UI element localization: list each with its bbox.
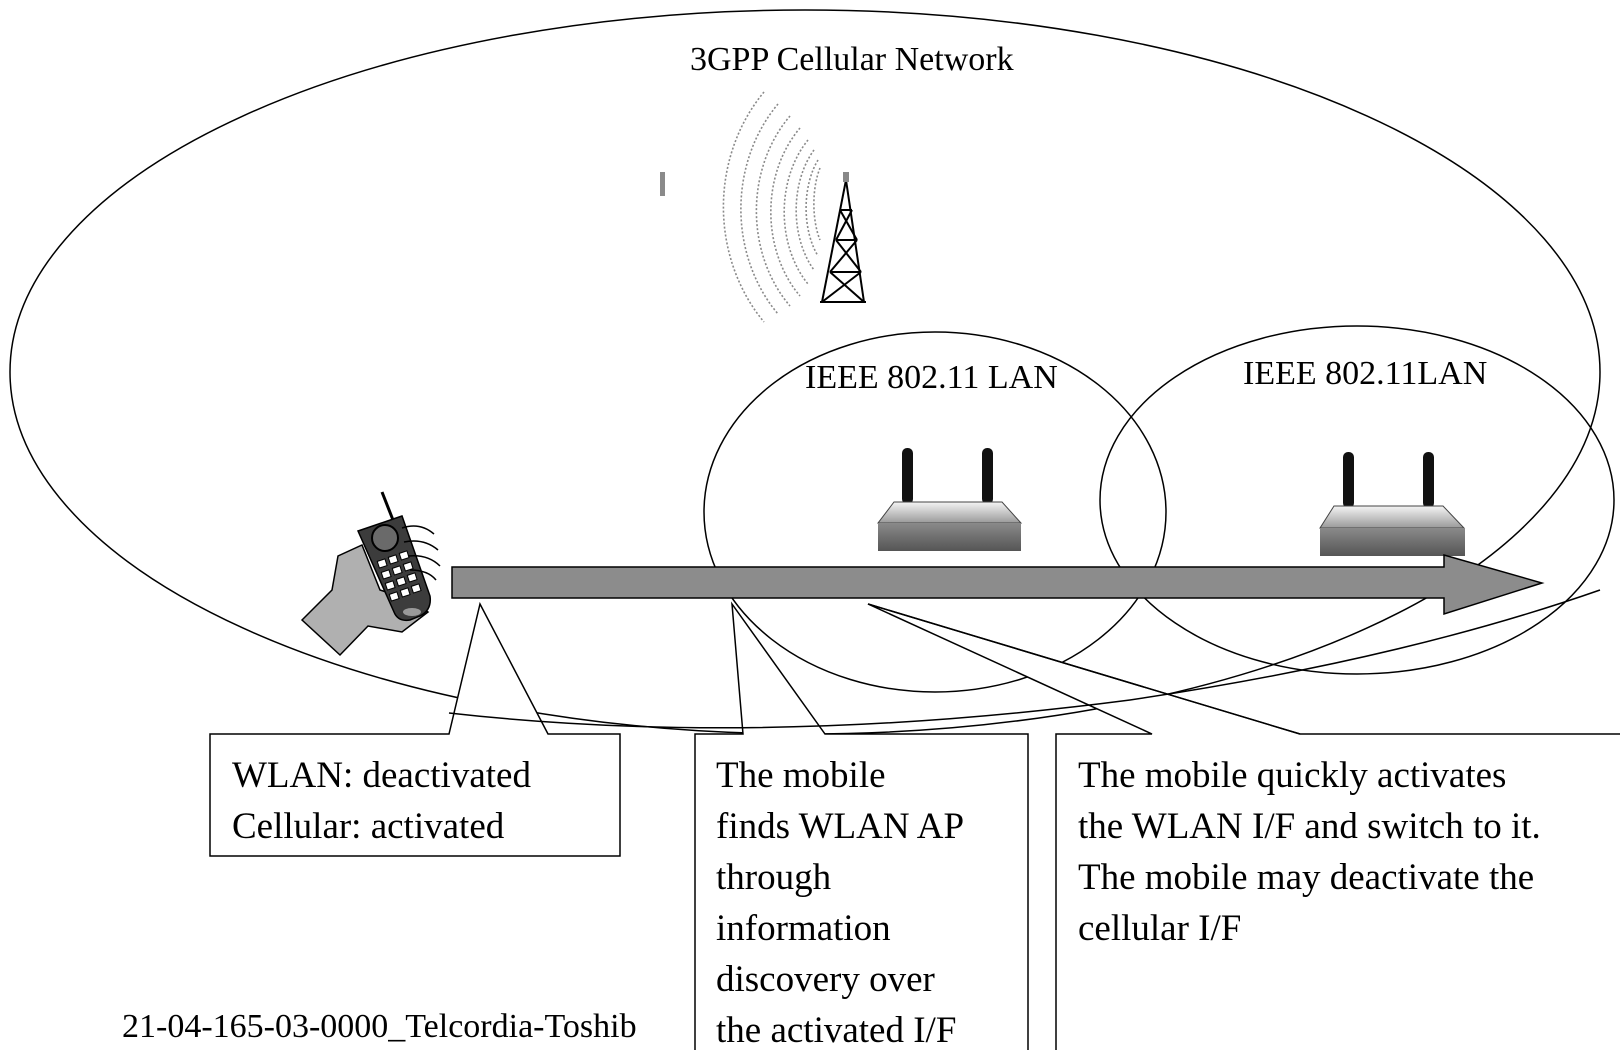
callout-1-text: WLAN: deactivated Cellular: activated xyxy=(232,750,531,852)
wlan-1-label: IEEE 802.11 LAN xyxy=(805,359,1058,396)
callout-3-line-3: The mobile may deactivate the xyxy=(1078,857,1535,898)
callout-1-shape xyxy=(209,601,621,857)
callout-3-pointer-line xyxy=(867,603,1301,735)
callout-2-line-5: discovery over xyxy=(716,959,935,1000)
hand-held-mobile-phone-icon xyxy=(300,491,441,657)
wlan-2-label: IEEE 802.11LAN xyxy=(1243,355,1487,392)
callout-2-line-6: the activated I/F xyxy=(716,1010,957,1050)
callout-2-shape xyxy=(694,601,1029,1050)
cell-tower-icon xyxy=(660,91,866,323)
movement-arrow-icon xyxy=(451,554,1545,616)
wireless-access-point-icon xyxy=(876,448,1023,551)
callout-1-line-2: Cellular: activated xyxy=(232,806,505,847)
callout-3-text: The mobile quickly activates the WLAN I/… xyxy=(1078,750,1541,954)
wireless-access-point-icon xyxy=(1319,452,1466,556)
callout-1-line-1: WLAN: deactivated xyxy=(232,755,531,796)
document-footer-id: 21-04-165-03-0000_Telcordia-Toshib xyxy=(122,1008,637,1045)
callout-2-line-4: information xyxy=(716,908,891,949)
callout-2-line-3: through xyxy=(716,857,832,898)
wlan-1-coverage-ellipse xyxy=(703,331,1167,693)
wlan-2-coverage-ellipse xyxy=(1099,325,1615,675)
cellular-network-label: 3GPP Cellular Network xyxy=(690,41,1014,78)
callout-3-line-1: The mobile quickly activates xyxy=(1078,755,1507,796)
callout-2-text: The mobile finds WLAN AP through informa… xyxy=(716,750,964,1050)
cellular-coverage-arc-overlap xyxy=(448,589,1601,729)
callout-3-shape xyxy=(867,603,1620,1050)
callout-3-line-4: cellular I/F xyxy=(1078,908,1242,949)
callout-2-line-1: The mobile xyxy=(716,755,886,796)
callout-3-line-2: the WLAN I/F and switch to it. xyxy=(1078,806,1541,847)
callout-2-line-2: finds WLAN AP xyxy=(716,806,965,847)
